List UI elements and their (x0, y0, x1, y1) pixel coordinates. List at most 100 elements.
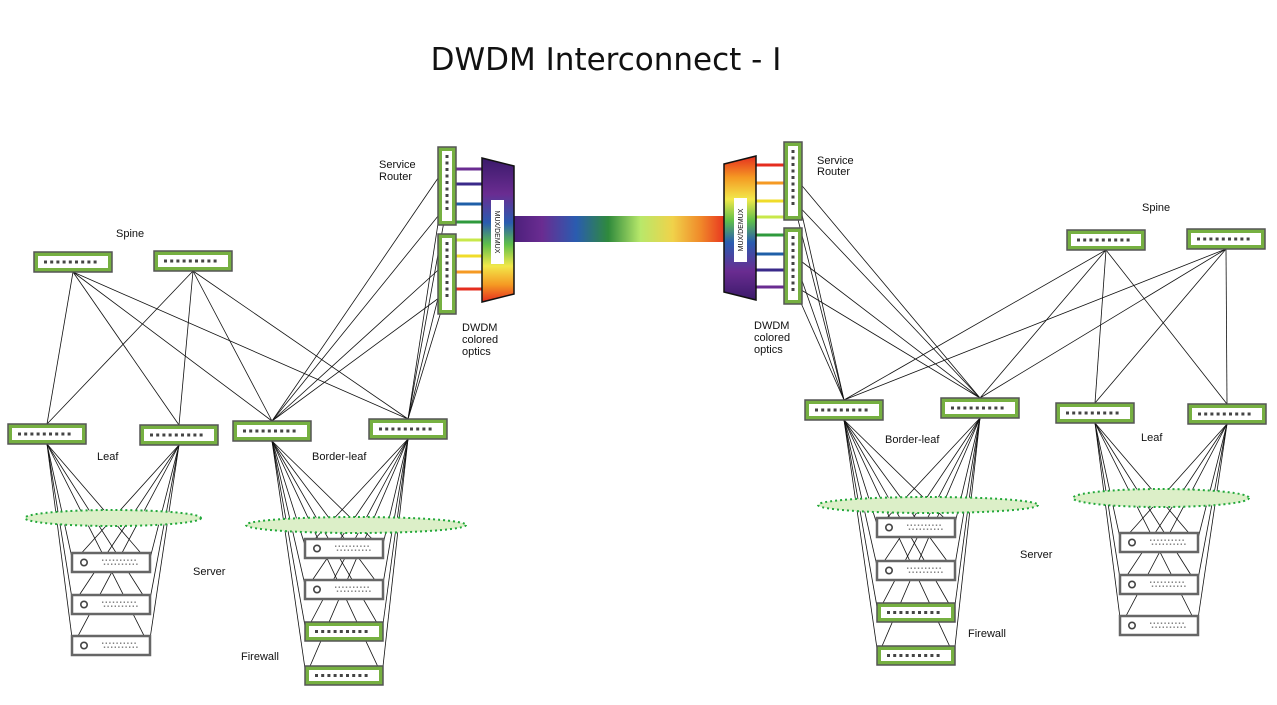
spine-leaf-link (46, 271, 74, 425)
port-dot (274, 429, 277, 433)
border-device-link (953, 417, 981, 571)
server-left-1[interactable] (70, 551, 152, 574)
port-dot (164, 259, 167, 263)
vent-dot (917, 567, 920, 569)
border-server-left-2[interactable] (303, 578, 385, 601)
port-dot (791, 275, 795, 278)
leaf-switch-left-2[interactable] (139, 424, 219, 446)
service-router-right-2[interactable] (783, 227, 803, 305)
spine-switch-left-2[interactable] (153, 250, 233, 272)
port-dot (899, 611, 903, 614)
switch-face (237, 425, 307, 437)
port-dot (182, 259, 186, 263)
vent-dot (129, 646, 131, 648)
port-dot (791, 281, 795, 285)
service-router-left-2[interactable] (437, 233, 457, 315)
switch-face (144, 429, 214, 441)
vent-dot (358, 549, 360, 551)
service-router-right-1[interactable] (783, 141, 803, 221)
border-server-right-2[interactable] (875, 559, 957, 582)
port-dot (839, 408, 843, 412)
server-right-3[interactable] (1118, 614, 1200, 637)
border-leaf-switch-left-2[interactable] (368, 418, 448, 440)
vent-dot (1164, 539, 1166, 541)
border-device-link (843, 419, 955, 571)
vent-dot (118, 646, 120, 648)
mux-label-right: MUX/DEMUX (738, 208, 745, 251)
vent-dot (340, 590, 342, 592)
border-server-left-1[interactable] (303, 537, 385, 560)
vent-dot (934, 571, 936, 573)
vent-dot (1160, 622, 1163, 624)
port-dot (193, 433, 197, 437)
port-dot (188, 259, 192, 263)
vent-dot (125, 605, 127, 607)
border-server-right-1[interactable] (875, 516, 957, 539)
vent-dot (107, 646, 109, 648)
spine-switch-left-1[interactable] (33, 251, 113, 273)
port-dot (445, 187, 449, 191)
firewall-right-2[interactable] (876, 645, 956, 666)
server-left-3[interactable] (70, 634, 152, 657)
border-leaf-switch-right-1[interactable] (804, 399, 884, 421)
port-dot (267, 429, 271, 433)
leaf-switch-right-1[interactable] (1055, 402, 1135, 424)
vent-dot (908, 528, 911, 530)
spine-leaf-link (192, 270, 409, 420)
vent-dot (134, 559, 136, 561)
vent-dot (1162, 543, 1164, 545)
port-dot (199, 433, 203, 437)
port-dot (988, 406, 992, 410)
port-dot (1077, 238, 1080, 242)
border-router-link (792, 254, 981, 399)
firewall-left-2[interactable] (304, 665, 384, 686)
server-right-1[interactable] (1118, 531, 1200, 554)
leaf-switch-left-1[interactable] (7, 423, 87, 445)
border-device-link (271, 440, 307, 590)
port-dot (893, 654, 897, 657)
vent-dot (1169, 585, 1172, 587)
vent-dot (102, 601, 104, 603)
switch-face (158, 255, 228, 267)
server-left-2[interactable] (70, 593, 152, 616)
vent-dot (130, 601, 133, 603)
vent-dot (923, 571, 925, 573)
port-dot (821, 408, 825, 412)
port-dot (445, 274, 449, 278)
leaf-switch-right-2[interactable] (1187, 403, 1267, 425)
vent-dot (1153, 622, 1155, 624)
vent-dot (120, 559, 122, 561)
firewall-left-1[interactable] (304, 621, 384, 642)
switch-face (788, 146, 798, 216)
server-right-2[interactable] (1118, 573, 1200, 596)
vent-dot (1151, 626, 1154, 628)
border-device-link (271, 440, 383, 632)
vent-dot (914, 567, 916, 569)
port-dot (969, 406, 973, 410)
service-router-left-1[interactable] (437, 146, 457, 226)
vent-dot (937, 571, 939, 573)
vent-dot (932, 524, 934, 526)
vent-dot (1166, 543, 1168, 545)
port-dot (156, 433, 160, 437)
border-leaf-switch-left-1[interactable] (232, 420, 312, 442)
firewall-right-1[interactable] (876, 602, 956, 623)
port-dot (397, 427, 401, 431)
border-device-link (843, 419, 879, 613)
port-dot (982, 406, 985, 410)
spine-switch-right-2[interactable] (1186, 228, 1266, 250)
port-dot (428, 427, 432, 431)
port-dot (791, 242, 795, 246)
power-led (1128, 580, 1137, 589)
border-leaf-switch-right-2[interactable] (940, 397, 1020, 419)
port-dot (852, 408, 856, 412)
port-dot (963, 406, 967, 410)
leaf-server-link (1196, 423, 1228, 626)
port-dot (445, 268, 449, 271)
label-optics-left-3: optics (462, 346, 491, 358)
spine-switch-right-1[interactable] (1066, 229, 1146, 251)
port-dot (255, 429, 259, 433)
vent-dot (353, 586, 355, 588)
vent-dot (102, 642, 104, 644)
vent-dot (1175, 622, 1177, 624)
